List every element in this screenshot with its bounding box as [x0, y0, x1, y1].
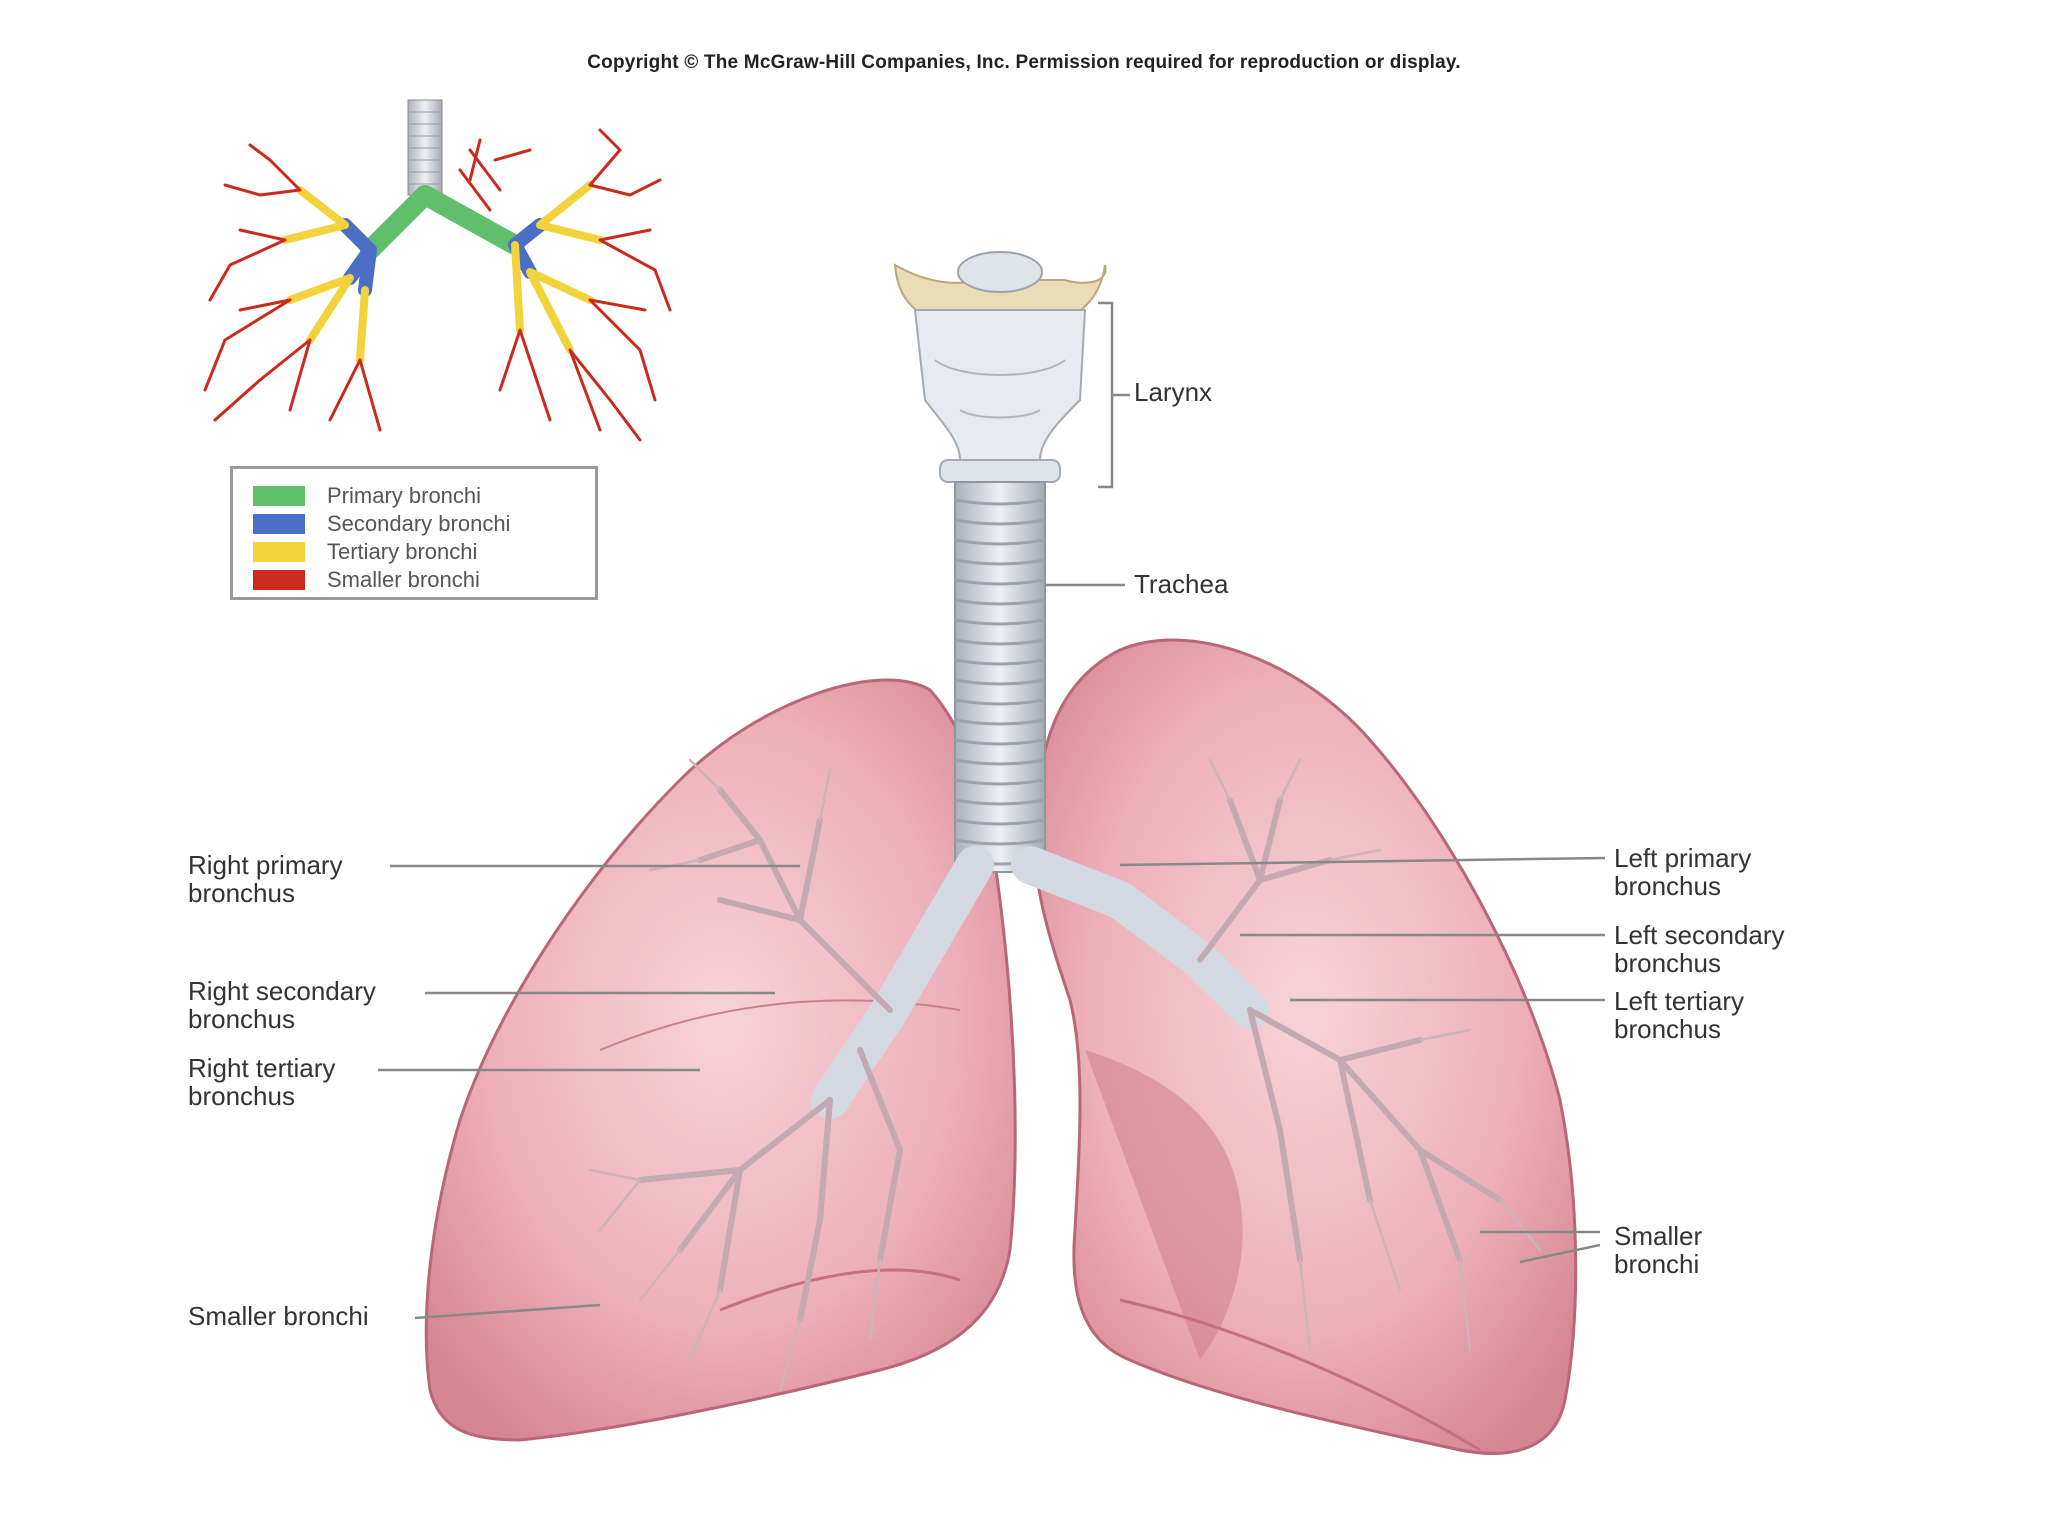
legend-item-secondary: Secondary bronchi: [253, 511, 511, 536]
label-left-tertiary-bronchus: Left tertiary bronchus: [1614, 986, 1745, 1044]
legend-item-tertiary: Tertiary bronchi: [253, 539, 478, 564]
legend-swatch-primary: [253, 486, 305, 506]
legend-label-primary: Primary bronchi: [327, 483, 482, 508]
label-larynx: Larynx: [1134, 377, 1213, 407]
left-primary-leader: [1119, 856, 1606, 867]
label-right-tertiary-bronchus: Right tertiary bronchus: [188, 1053, 336, 1111]
left-smaller-leader: [1480, 1230, 1601, 1264]
label-left-secondary-bronchus: Left secondary bronchus: [1614, 920, 1785, 978]
larynx-illustration: [893, 251, 1107, 483]
trachea-illustration: [954, 481, 1046, 873]
bronchial-branches: [637, 787, 1503, 1323]
larynx-bracket: [1098, 301, 1114, 489]
label-right-smaller-bronchi: Smaller bronchi: [188, 1301, 369, 1331]
leader-lines: [378, 301, 1606, 1320]
label-trachea: Trachea: [1134, 569, 1229, 599]
label-right-primary-bronchus: Right primary bronchus: [188, 850, 343, 908]
label-left-primary-bronchus: Left primary bronchus: [1614, 843, 1752, 901]
copyright-notice: Copyright © The McGraw-Hill Companies, I…: [587, 52, 1461, 73]
legend: Primary bronchi Secondary bronchi Tertia…: [230, 466, 598, 600]
legend-swatch-tertiary: [253, 542, 305, 562]
legend-item-smaller: Smaller bronchi: [253, 567, 480, 592]
label-right-secondary-bronchus: Right secondary bronchus: [188, 976, 376, 1034]
label-left-smaller-bronchi: Smaller bronchi: [1614, 1221, 1703, 1279]
legend-label-tertiary: Tertiary bronchi: [327, 539, 478, 564]
legend-swatch-secondary: [253, 514, 305, 534]
right-smaller-leader: [414, 1303, 601, 1320]
legend-item-primary: Primary bronchi: [253, 483, 482, 508]
inset-bronchial-tree: [203, 99, 672, 442]
legend-swatch-smaller: [253, 570, 305, 590]
legend-label-secondary: Secondary bronchi: [327, 511, 511, 536]
left-lung: [1032, 638, 1578, 1455]
legend-label-smaller: Smaller bronchi: [327, 567, 480, 592]
